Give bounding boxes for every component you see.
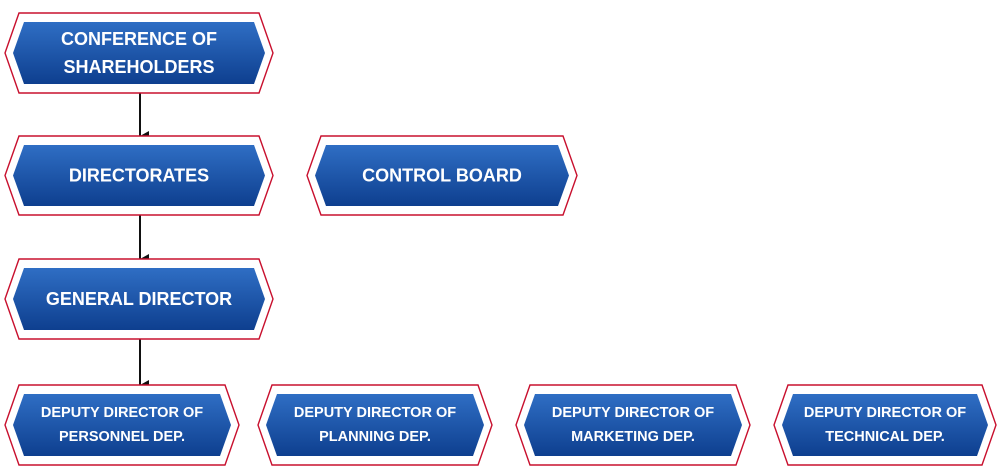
node-label: DEPUTY DIRECTOR OF [294,405,456,421]
node-fill [13,145,265,206]
nodes: CONFERENCE OF SHAREHOLDERS DIRECTORATES CON… [4,12,997,466]
node-deputy-planning: DEPUTY DIRECTOR OF PLANNING DEP. [257,384,493,466]
node-label: TECHNICAL DEP. [825,429,945,445]
node-deputy-technical: DEPUTY DIRECTOR OF TECHNICAL DEP. [773,384,997,466]
node-label: DEPUTY DIRECTOR OF [41,405,203,421]
node-fill [13,268,265,330]
node-label: PERSONNEL DEP. [59,429,185,445]
node-conference: CONFERENCE OF SHAREHOLDERS [4,12,274,94]
node-label: DEPUTY DIRECTOR OF [552,405,714,421]
node-deputy-marketing: DEPUTY DIRECTOR OF MARKETING DEP. [515,384,751,466]
node-fill [315,145,569,206]
node-label: GENERAL DIRECTOR [46,289,232,309]
node-label: PLANNING DEP. [319,429,431,445]
node-control-board: CONTROL BOARD [306,135,578,216]
node-deputy-personnel: DEPUTY DIRECTOR OF PERSONNEL DEP. [4,384,240,466]
node-label: DIRECTORATES [69,166,209,186]
node-label: CONTROL BOARD [362,166,522,186]
node-label: CONFERENCE OF [61,29,217,49]
node-directorates: DIRECTORATES [4,135,274,216]
node-general-director: GENERAL DIRECTOR [4,258,274,340]
node-fill [13,394,231,456]
node-fill [782,394,988,456]
node-label: SHAREHOLDERS [63,57,214,77]
node-fill [13,22,265,84]
node-fill [266,394,484,456]
node-label: MARKETING DEP. [571,429,695,445]
node-label: DEPUTY DIRECTOR OF [804,405,966,421]
node-fill [524,394,742,456]
